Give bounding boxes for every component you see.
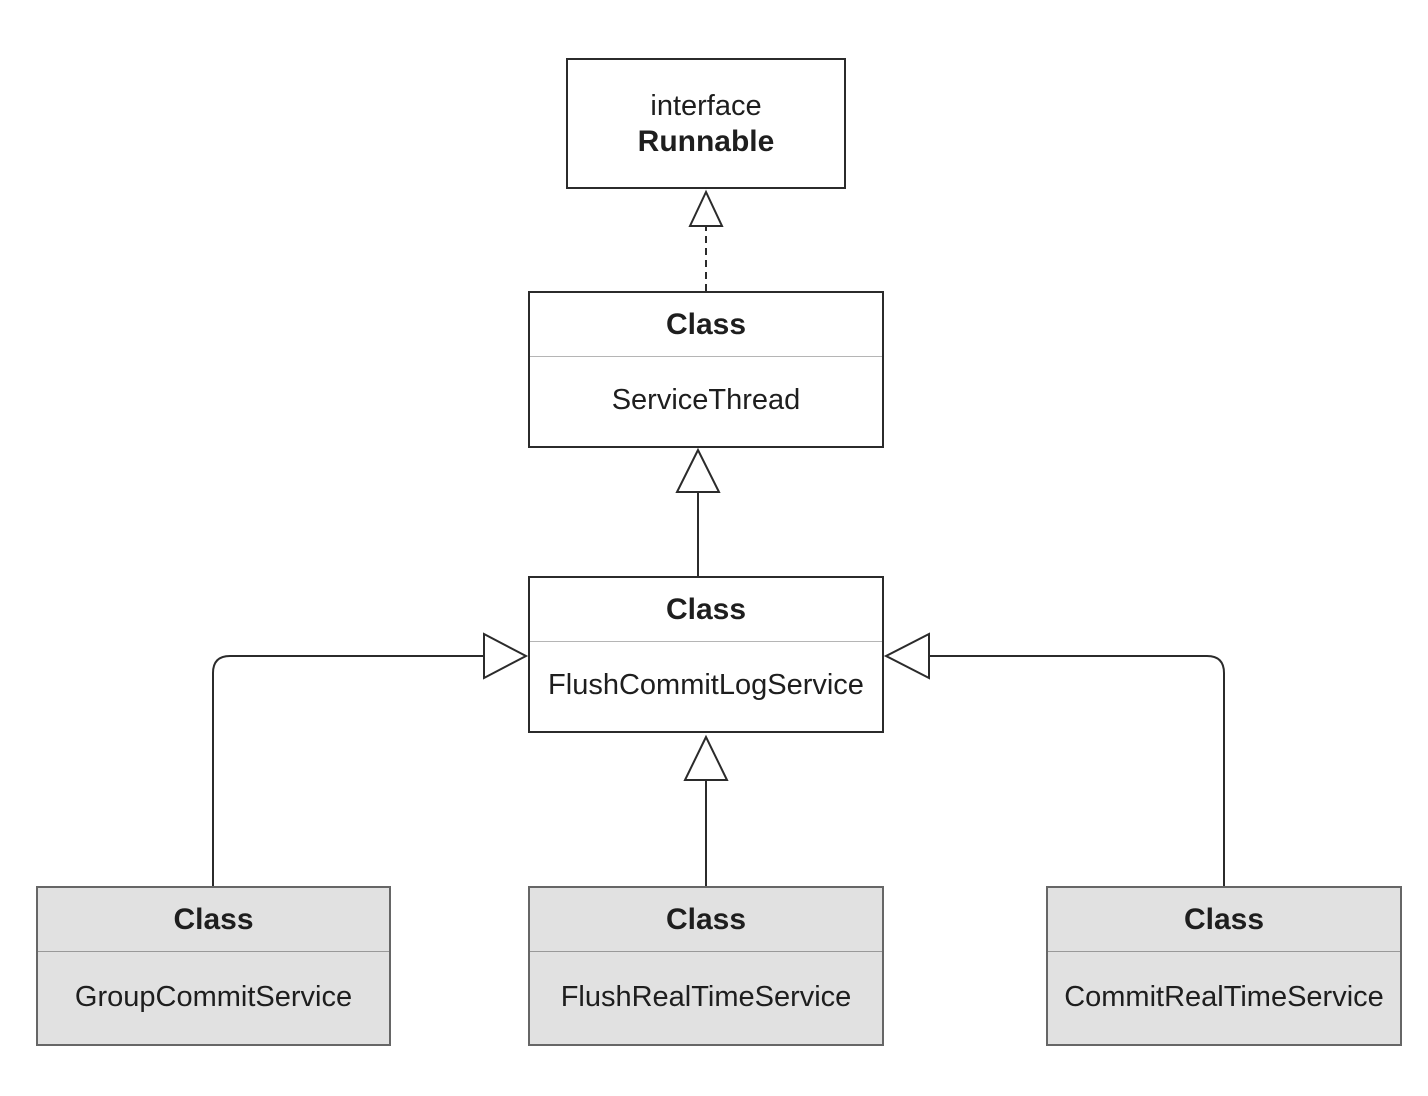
class-node-servicethread: Class ServiceThread (528, 291, 884, 448)
class-header: Class (530, 293, 882, 357)
class-name: FlushRealTimeService (560, 980, 852, 1013)
class-name: FlushCommitLogService (548, 669, 864, 701)
edge-groupcommit-extends-flushcommitlog (212, 632, 529, 886)
generalization-arrowhead (883, 632, 930, 680)
class-header: Class (530, 578, 882, 642)
generalization-arrowhead (483, 632, 529, 680)
class-node-flushcommitlogservice: Class FlushCommitLogService (528, 576, 884, 733)
class-node-commitrealtimeservice: Class CommitRealTimeService (1046, 886, 1402, 1046)
edge-servicethread-realizes-runnable (688, 189, 724, 291)
generalization-arrowhead (675, 447, 721, 493)
class-header: Class (530, 888, 882, 952)
class-header: Class (38, 888, 389, 952)
class-node-groupcommitservice: Class GroupCommitService (36, 886, 391, 1046)
class-header: Class (1048, 888, 1400, 952)
generalization-arrowhead (683, 734, 729, 781)
interface-runnable-node: interface Runnable (566, 58, 846, 189)
class-name: ServiceThread (611, 384, 801, 416)
edge-commitrealtime-extends-flushcommitlog (883, 632, 1225, 886)
class-node-flushrealtimeservice: Class FlushRealTimeService (528, 886, 884, 1046)
class-name: GroupCommitService (74, 980, 353, 1013)
edge-flushrealtime-extends-flushcommitlog (683, 734, 729, 886)
class-name: CommitRealTimeService (1064, 980, 1384, 1013)
edge-flushcommitlog-extends-servicethread (675, 447, 721, 576)
interface-stereotype: interface (650, 89, 762, 122)
interface-name: Runnable (637, 124, 775, 158)
realization-arrowhead (688, 189, 724, 227)
